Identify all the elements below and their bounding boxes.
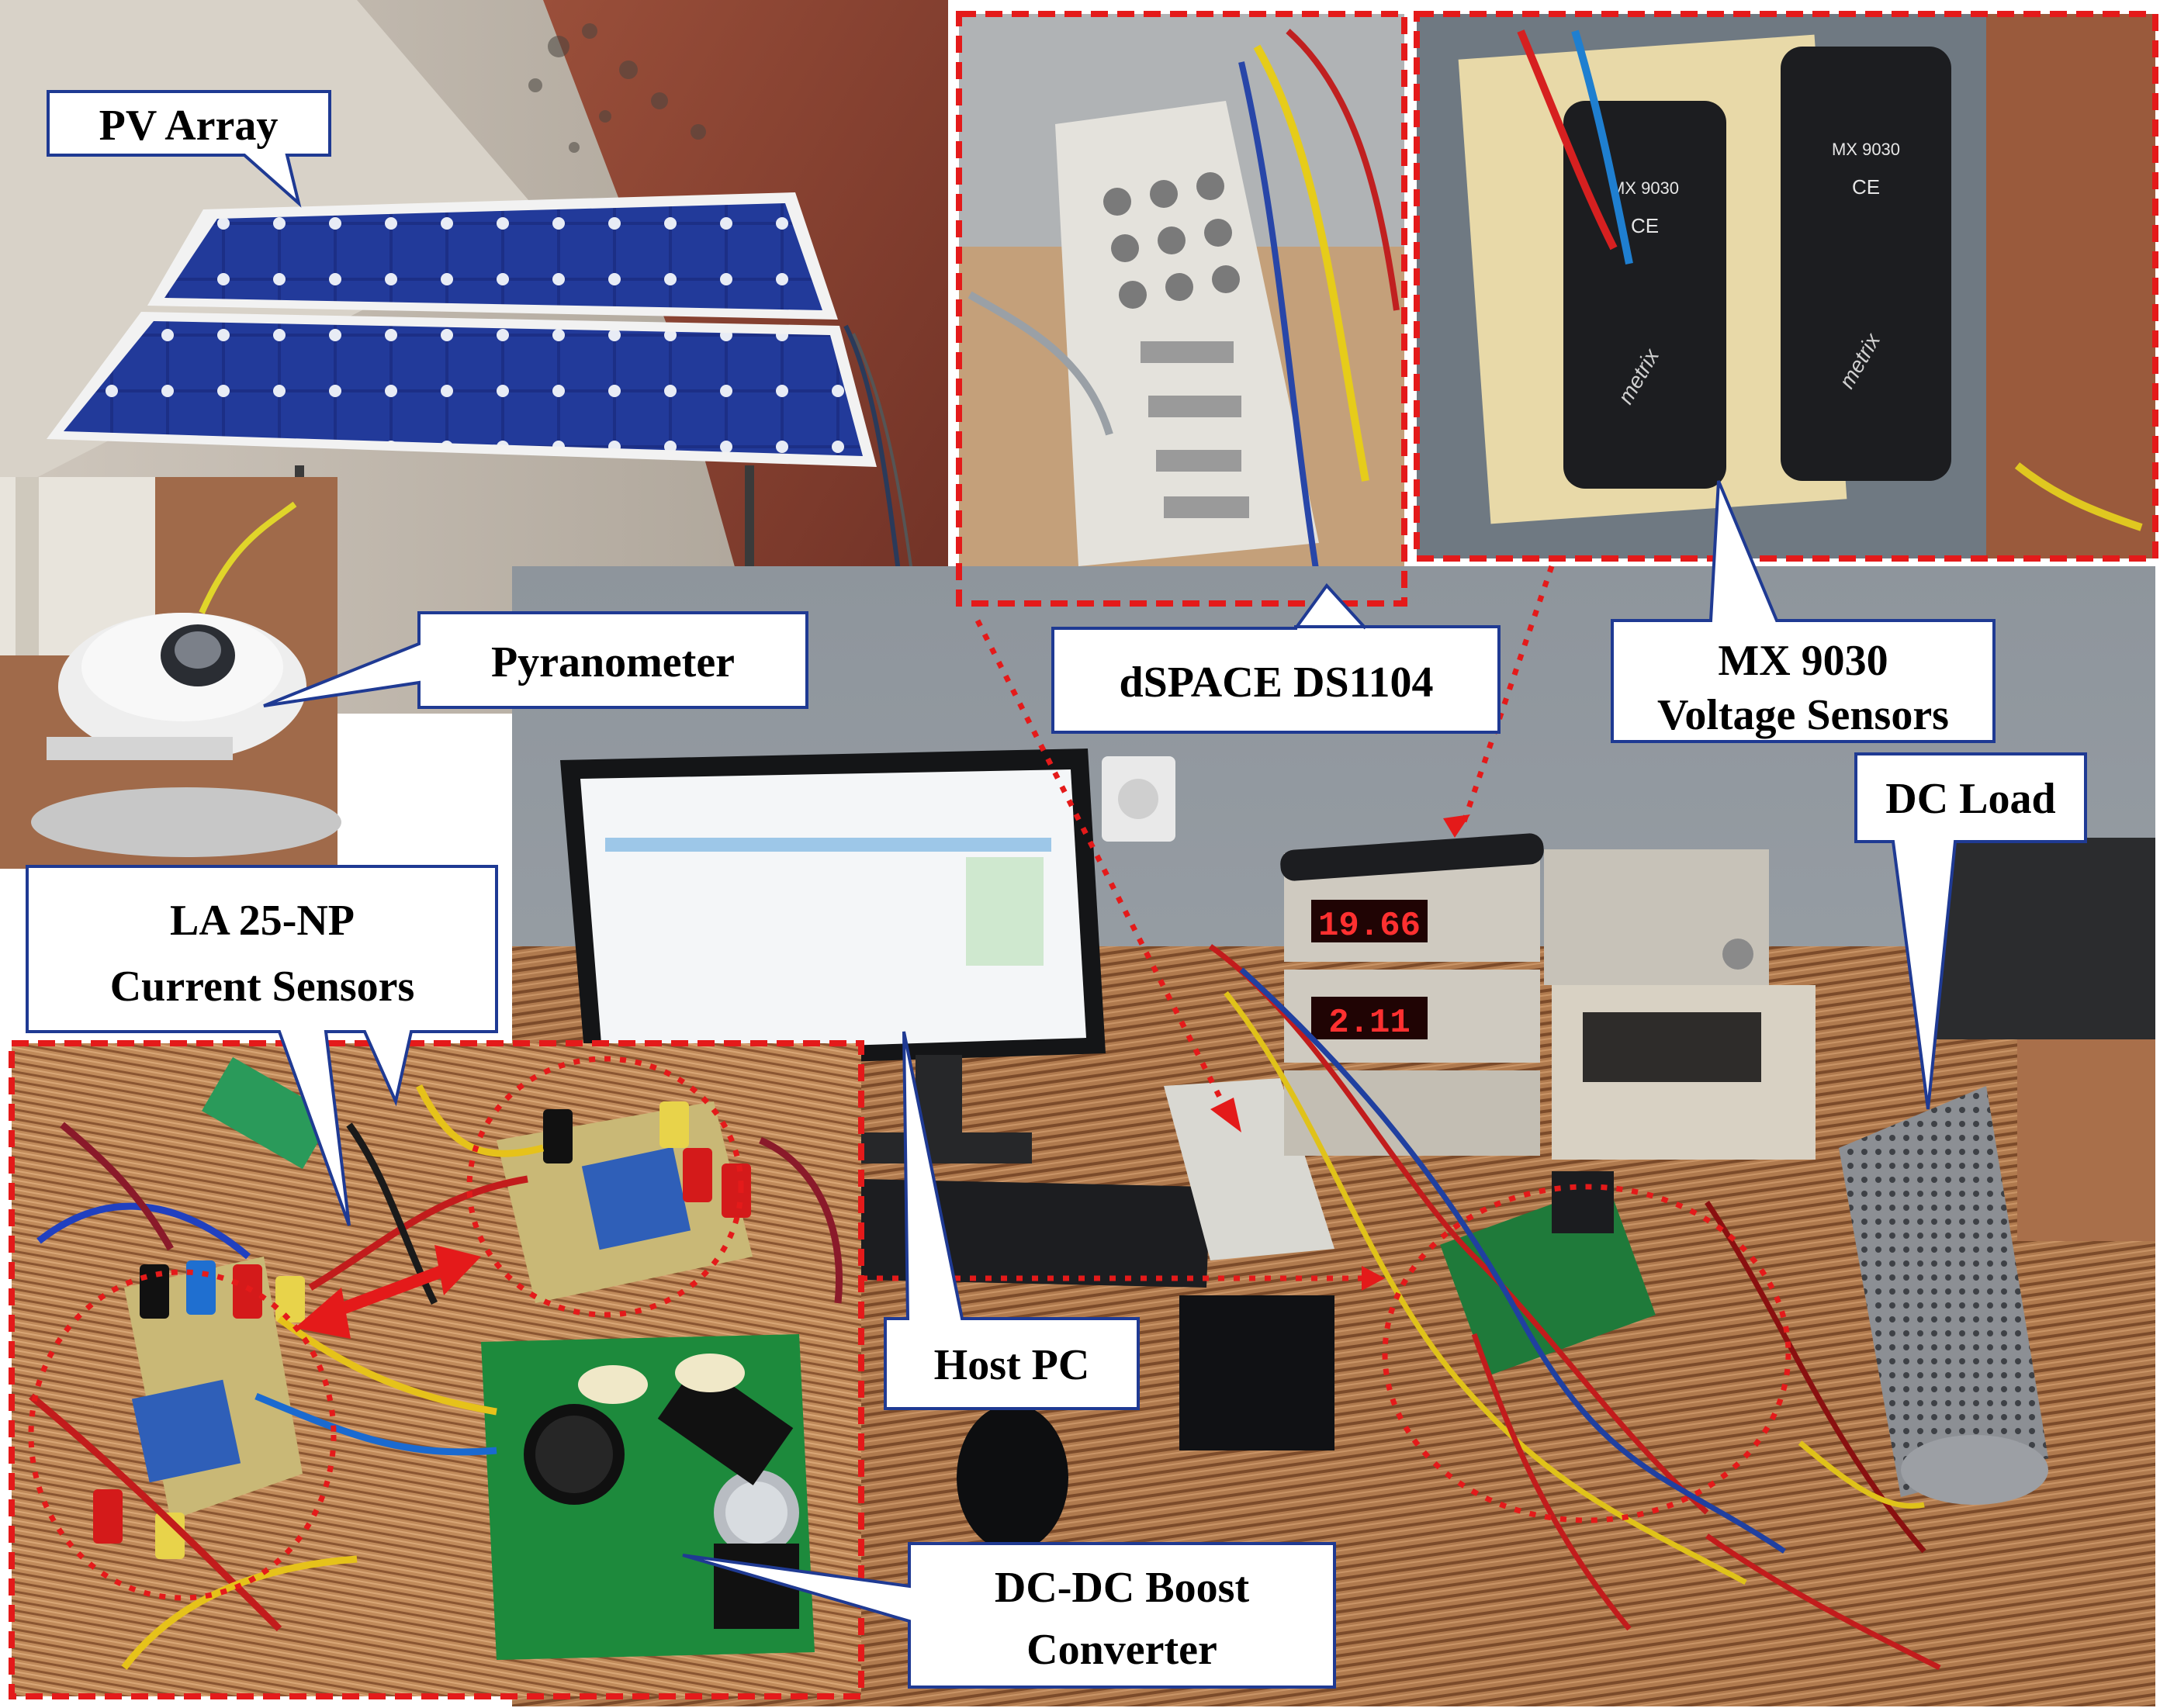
label-boost-line2: Converter [1026, 1626, 1217, 1674]
label-mx9030-line2: Voltage Sensors [1657, 691, 1949, 739]
callout-dspace [1051, 583, 1501, 734]
mx9030-inset-frame [1414, 11, 2158, 562]
callout-pv-array [47, 90, 331, 208]
label-dspace: dSPACE DS1104 [1119, 659, 1433, 707]
label-la25-line2: Current Sensors [110, 963, 415, 1011]
pyranometer-photo [0, 477, 341, 869]
probe-ce-mark: CE [1631, 214, 1659, 237]
sensor-inset-frame [9, 1040, 864, 1699]
mouse [957, 1404, 1068, 1551]
callout-boost-converter [682, 1542, 1336, 1689]
label-mx9030-line1: MX 9030 [1718, 637, 1888, 685]
callout-dc-load [1854, 752, 2087, 1110]
callout-mx9030 [1611, 480, 1996, 743]
host-pc-monitor [560, 749, 1106, 1163]
instrument-stack: 19.66 2.11 [1284, 849, 1816, 1160]
label-host-pc: Host PC [934, 1341, 1090, 1389]
probe-model-text: MX 9030 [1832, 140, 1900, 159]
current-sensor-circle-right [466, 1056, 744, 1318]
dc-load-resistor [1839, 1086, 2048, 1497]
callout-pyranometer [263, 611, 808, 709]
callout-la25np [26, 865, 498, 1226]
label-dc-load: DC Load [1885, 775, 2055, 823]
current-sensor-double-arrow [295, 1245, 481, 1339]
lower-meter-readout: 2.11 [1328, 1004, 1411, 1042]
callout-host-pc [884, 1031, 1140, 1410]
sensor-board-inset-photo [12, 1043, 861, 1696]
highlight-frames [9, 11, 2158, 1699]
mx9030-inset-photo: MX 9030 CE metrix MX 9030 CE metrix [1417, 14, 2155, 558]
voltage-probe-left: MX 9030 CE metrix [1563, 101, 1726, 489]
multimeter-upper-display [1311, 900, 1428, 942]
label-boost-line1: DC-DC Boost [995, 1564, 1250, 1612]
label-pv-array: PV Array [99, 102, 279, 150]
dotted-highlights [28, 619, 1791, 1601]
current-sensor-circle-left [28, 1269, 337, 1601]
probe-model-text: MX 9030 [1611, 178, 1679, 198]
dspace-inset-frame [956, 11, 1407, 607]
dspace-breakout-box [1055, 101, 1319, 566]
black-enclosure [1179, 1295, 1334, 1450]
probe-ce-mark: CE [1852, 175, 1880, 199]
multimeter-lower-display [1311, 997, 1428, 1039]
label-la25-line1: LA 25-NP [170, 897, 355, 945]
voltage-probe-right: MX 9030 CE metrix [1781, 47, 1951, 481]
dspace-inset-photo [959, 14, 1404, 603]
upper-meter-readout: 19.66 [1318, 907, 1421, 946]
pv-array-photo [0, 0, 948, 714]
label-pyranometer: Pyranometer [491, 638, 735, 686]
bench-sensors-circle [1382, 1184, 1791, 1523]
